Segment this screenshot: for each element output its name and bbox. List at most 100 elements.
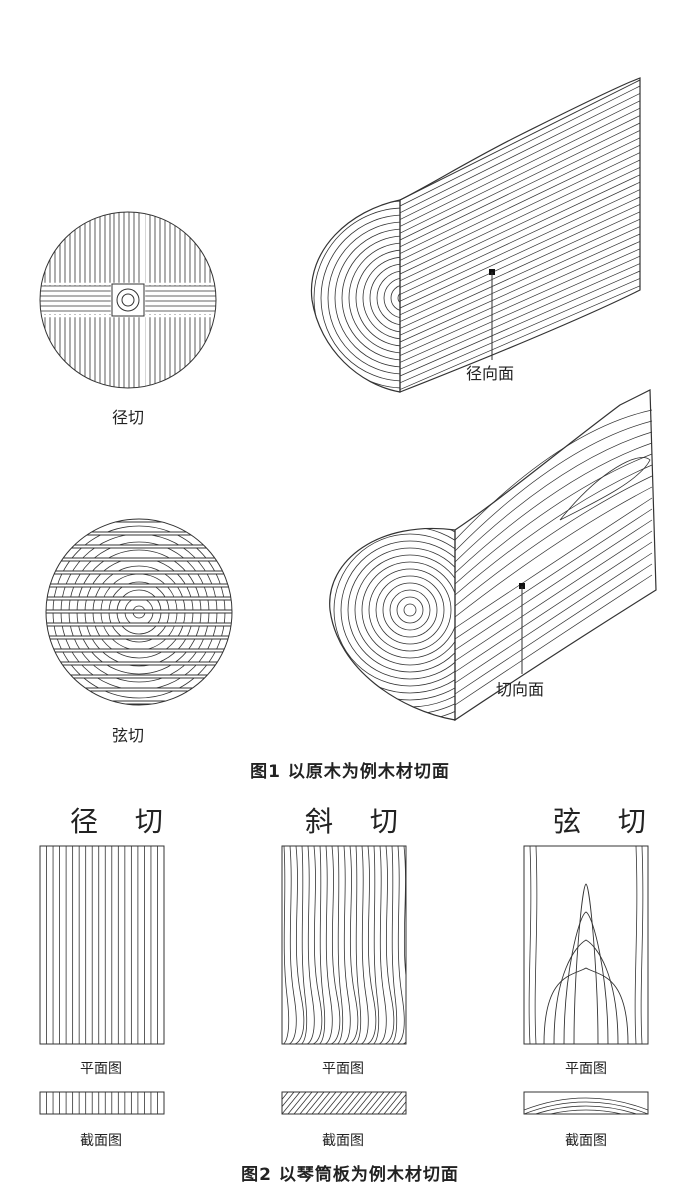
section-line bbox=[282, 1092, 295, 1108]
grain-line bbox=[454, 442, 653, 574]
growth-ring bbox=[376, 270, 400, 326]
grain-line bbox=[454, 409, 653, 541]
board-gap bbox=[46, 558, 232, 561]
section-line bbox=[282, 1092, 301, 1114]
radial-cut-label: 径切 bbox=[112, 408, 145, 427]
section-line bbox=[401, 1108, 406, 1114]
oblique-plan-view bbox=[281, 845, 407, 1045]
grain-line bbox=[399, 263, 641, 370]
growth-ring bbox=[354, 554, 455, 666]
tangential-plan-view bbox=[523, 845, 649, 1045]
section-line bbox=[377, 1092, 397, 1114]
grain-line bbox=[360, 846, 369, 1044]
panel-grain bbox=[258, 1092, 474, 1114]
grain-line bbox=[454, 574, 653, 706]
board-gap bbox=[46, 519, 232, 522]
section-arc bbox=[524, 1118, 648, 1130]
growth-ring bbox=[320, 214, 400, 382]
section-line bbox=[456, 1092, 474, 1114]
section-line bbox=[450, 1092, 468, 1114]
growth-ring bbox=[383, 277, 400, 319]
grain-line bbox=[366, 846, 377, 1044]
section-label-oblique: 截面图 bbox=[322, 1133, 364, 1149]
grain-line bbox=[399, 174, 641, 288]
section-line bbox=[347, 1092, 367, 1114]
plan-label-tangential: 平面图 bbox=[565, 1061, 607, 1077]
grain-line bbox=[454, 497, 653, 629]
grain-line bbox=[454, 530, 653, 662]
board-gap bbox=[46, 610, 232, 613]
panel-border bbox=[39, 845, 165, 1045]
face-grain bbox=[454, 409, 653, 706]
grain-line bbox=[454, 486, 653, 618]
grain-line bbox=[355, 846, 362, 1044]
section-line bbox=[341, 1092, 361, 1114]
panel-grain bbox=[46, 1092, 158, 1114]
growth-ring bbox=[340, 540, 455, 680]
growth-ring bbox=[389, 589, 431, 631]
panel-heading-tangential: 弦 切 bbox=[553, 805, 660, 838]
log-radial-face bbox=[310, 77, 641, 393]
grain-line bbox=[399, 159, 641, 275]
top-edge bbox=[399, 79, 641, 201]
panel-grain bbox=[283, 846, 406, 1044]
section-arc bbox=[534, 1105, 638, 1114]
section-line bbox=[438, 1092, 456, 1114]
section-line bbox=[329, 1092, 349, 1114]
grain-line bbox=[391, 846, 398, 1044]
section-line bbox=[371, 1092, 391, 1114]
growth-ring bbox=[341, 235, 400, 361]
panel-border bbox=[281, 845, 407, 1045]
section-line bbox=[414, 1092, 432, 1114]
growth-ring bbox=[361, 561, 455, 659]
growth-ring bbox=[403, 603, 417, 617]
section-line bbox=[317, 1092, 337, 1114]
grain-line bbox=[454, 508, 653, 640]
disc-outline bbox=[39, 211, 217, 389]
grain-line bbox=[306, 846, 315, 1044]
log-tangential-face bbox=[329, 389, 657, 722]
section-line bbox=[408, 1092, 426, 1114]
section-label-tangential: 截面图 bbox=[565, 1133, 607, 1149]
section-line bbox=[359, 1092, 379, 1114]
growth-ring bbox=[347, 547, 455, 673]
grain-line bbox=[294, 846, 305, 1044]
grain-arch bbox=[563, 911, 609, 1044]
section-line bbox=[383, 1092, 403, 1114]
grain-line bbox=[534, 846, 538, 1044]
section-line bbox=[426, 1092, 444, 1114]
section-line bbox=[365, 1092, 385, 1114]
panel-heading-radial: 径 切 bbox=[70, 805, 177, 838]
section-line bbox=[258, 1092, 276, 1114]
grain-line bbox=[399, 107, 641, 227]
grain-line bbox=[399, 204, 641, 316]
plan-label-oblique: 平面图 bbox=[322, 1061, 364, 1077]
section-line bbox=[335, 1092, 355, 1114]
growth-ring bbox=[368, 568, 452, 652]
growth-ring bbox=[375, 575, 445, 645]
panel-border bbox=[523, 845, 649, 1045]
board-gap bbox=[46, 688, 232, 691]
board-gap bbox=[46, 649, 232, 652]
section-line bbox=[305, 1092, 325, 1114]
grain-line bbox=[634, 846, 638, 1044]
section-line bbox=[420, 1092, 438, 1114]
panel-border bbox=[523, 1091, 649, 1115]
figure1-caption: 图1 以原木为例木材切面 bbox=[250, 762, 450, 782]
growth-ring bbox=[355, 249, 400, 347]
grain-line bbox=[399, 255, 641, 363]
figure2-caption: 图2 以琴筒板为例木材切面 bbox=[241, 1165, 459, 1185]
board-gap bbox=[46, 623, 232, 626]
section-line bbox=[432, 1092, 450, 1114]
grain-line bbox=[337, 846, 344, 1044]
grain-line bbox=[399, 196, 641, 309]
grain-line bbox=[399, 189, 641, 302]
grain-line bbox=[324, 846, 333, 1044]
board-gap bbox=[46, 675, 232, 678]
grain-line bbox=[399, 152, 641, 268]
grain-line bbox=[399, 115, 641, 234]
growth-ring bbox=[369, 263, 400, 333]
grain-line bbox=[399, 181, 641, 295]
growth-ring bbox=[397, 291, 400, 305]
